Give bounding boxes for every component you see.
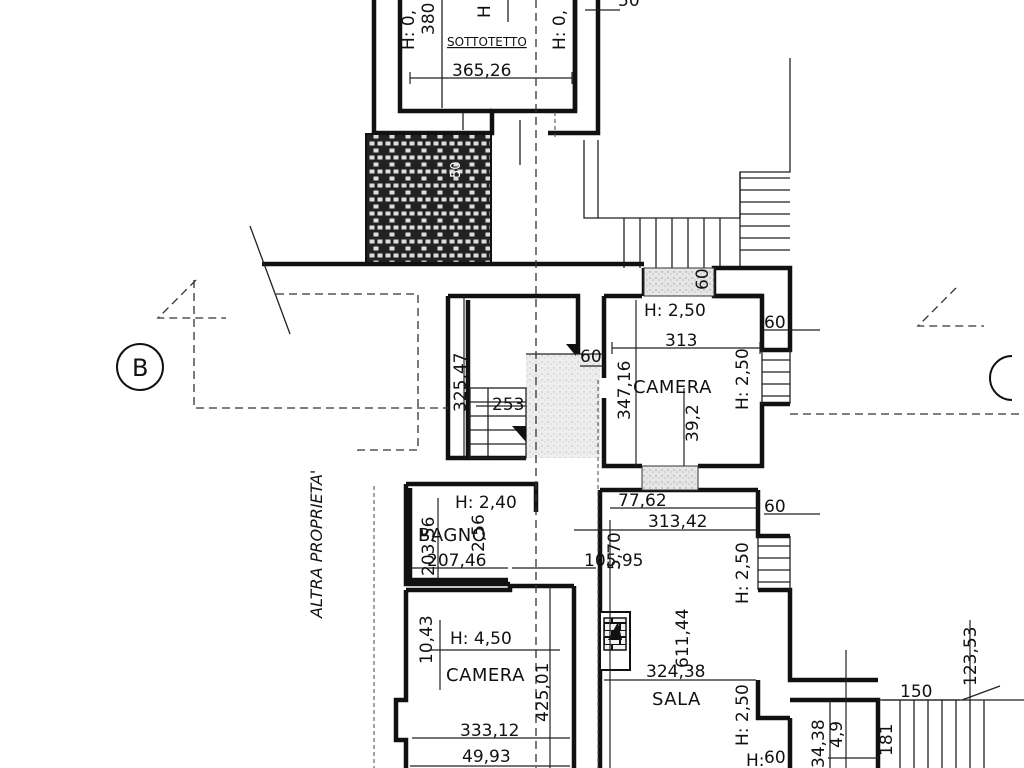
fireplace-icon (599, 611, 631, 671)
dim-bottom-34: 34,38 (809, 719, 829, 768)
section-marker-letter: B (132, 354, 148, 382)
terrace-outline (583, 58, 791, 268)
dim-roof-50: 50 (449, 161, 464, 178)
room-label-sottotetto: SOTTOTETTO (447, 35, 527, 49)
dim-camera2-49: 49,93 (462, 747, 511, 767)
room-label-camera-2: CAMERA (446, 665, 525, 686)
dimension-lines (410, 296, 960, 768)
dim-stair-325: 325,47 (451, 353, 471, 412)
dim-camera2-10: 10,43 (417, 615, 437, 664)
room-label-bagno: BAGNO (418, 525, 486, 546)
dim-bagno-width: 207,46 (427, 551, 486, 571)
label-altra-proprieta: ALTRA PROPRIETA' (307, 470, 326, 619)
dim-camera-right-60: 60 (764, 313, 786, 333)
dim-stair-123: 123,53 (961, 627, 981, 686)
sottotetto-height-mid: H (475, 5, 495, 18)
dim-380: 380 (419, 3, 439, 35)
section-line-left (156, 279, 226, 319)
dim-camera-392: 39,2 (683, 404, 703, 442)
height-bagno: H: 2,40 (455, 493, 517, 513)
dim-corridor-105: 105,95 (584, 551, 643, 571)
height-camera-1-side: H: 2,50 (733, 348, 753, 410)
dim-sottotetto-width: 365,26 (452, 61, 511, 81)
dim-sala-77: 77,62 (618, 491, 667, 511)
dim-sala-width: 324,38 (646, 662, 705, 682)
height-sala-side-bottom: H: 2,50 (733, 684, 753, 746)
height-camera-2: H: 4,50 (450, 629, 512, 649)
dim-sala-right-60: 60 (764, 497, 786, 517)
dim-stair-150: 150 (900, 682, 932, 702)
room-label-sala: SALA (652, 689, 701, 710)
section-marker-b: B (116, 343, 1013, 401)
dim-stair-253: 253 (492, 395, 524, 415)
dim-camera-depth: 347,16 (615, 361, 635, 420)
dim-sala-depth: 611,44 (673, 609, 693, 668)
height-corridor: H: (746, 751, 765, 768)
dim-corridor-570: 5,70 (605, 532, 625, 570)
interior-stair (469, 344, 604, 459)
dim-camera2-depth: 425,01 (533, 663, 553, 722)
height-camera-1: H: 2,50 (644, 301, 706, 321)
threshold-camera-top (643, 267, 715, 297)
dim-camera2-width: 333,12 (460, 721, 519, 741)
dim-bagno-256: 2,56 (469, 514, 489, 552)
roof-tiles (365, 133, 492, 265)
dim-bottom-60: 60 (764, 748, 786, 768)
corridor-grain (526, 354, 600, 458)
neighbour-outline (193, 225, 1024, 768)
section-line-right (916, 287, 984, 327)
sottotetto-block (371, 0, 620, 165)
height-sala-side-top: H: 2,50 (733, 542, 753, 604)
dim-top-50: 50 (618, 0, 640, 11)
dim-bottom-181: 181 (877, 724, 897, 756)
dim-stair-landing-60: 60 (580, 347, 602, 367)
dim-camera-width: 313 (665, 331, 697, 351)
room-label-camera-1: CAMERA (633, 377, 712, 398)
sottotetto-height-right: H: 0, (550, 10, 570, 50)
dim-bagno-203: 203,56 (419, 517, 439, 576)
dim-sala-313: 313,42 (648, 512, 707, 532)
threshold-camera-sala (641, 465, 699, 491)
dim-bottom-49: 4,9 (827, 721, 847, 748)
dim-stair-60: 60 (693, 268, 713, 290)
sottotetto-height-left: H: 0, (399, 10, 419, 50)
